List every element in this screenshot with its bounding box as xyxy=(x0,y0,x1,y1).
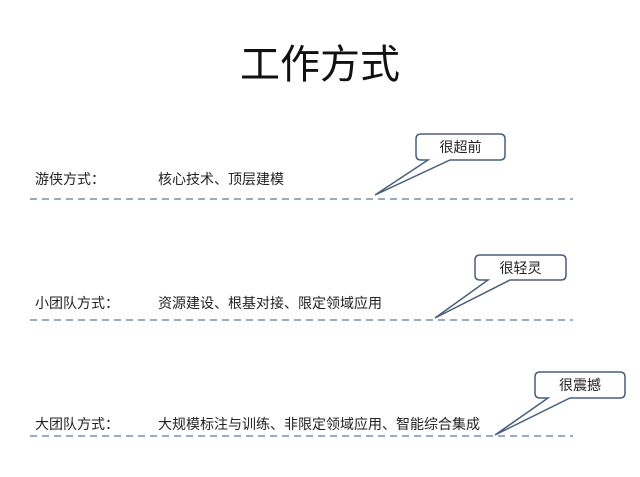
slide-title: 工作方式 xyxy=(240,42,400,88)
row-label-1: 游侠方式： xyxy=(35,172,105,188)
row-content-3: 大规模标注与训练、非限定领域应用、智能综合集成 xyxy=(158,417,480,433)
row-content-2: 资源建设、根基对接、限定领域应用 xyxy=(158,296,382,312)
callout-bubble-3 xyxy=(494,371,626,436)
row-content-1: 核心技术、顶层建模 xyxy=(158,172,284,188)
row-label-2: 小团队方式： xyxy=(35,296,119,312)
callout-text-1: 很超前 xyxy=(439,140,482,156)
row-label-3: 大团队方式： xyxy=(35,417,119,433)
callout-text-3: 很震撼 xyxy=(559,378,601,394)
callout-bubble-1 xyxy=(374,133,506,196)
callout-bubble-2 xyxy=(434,254,567,319)
callout-text-2: 很轻灵 xyxy=(499,261,542,277)
